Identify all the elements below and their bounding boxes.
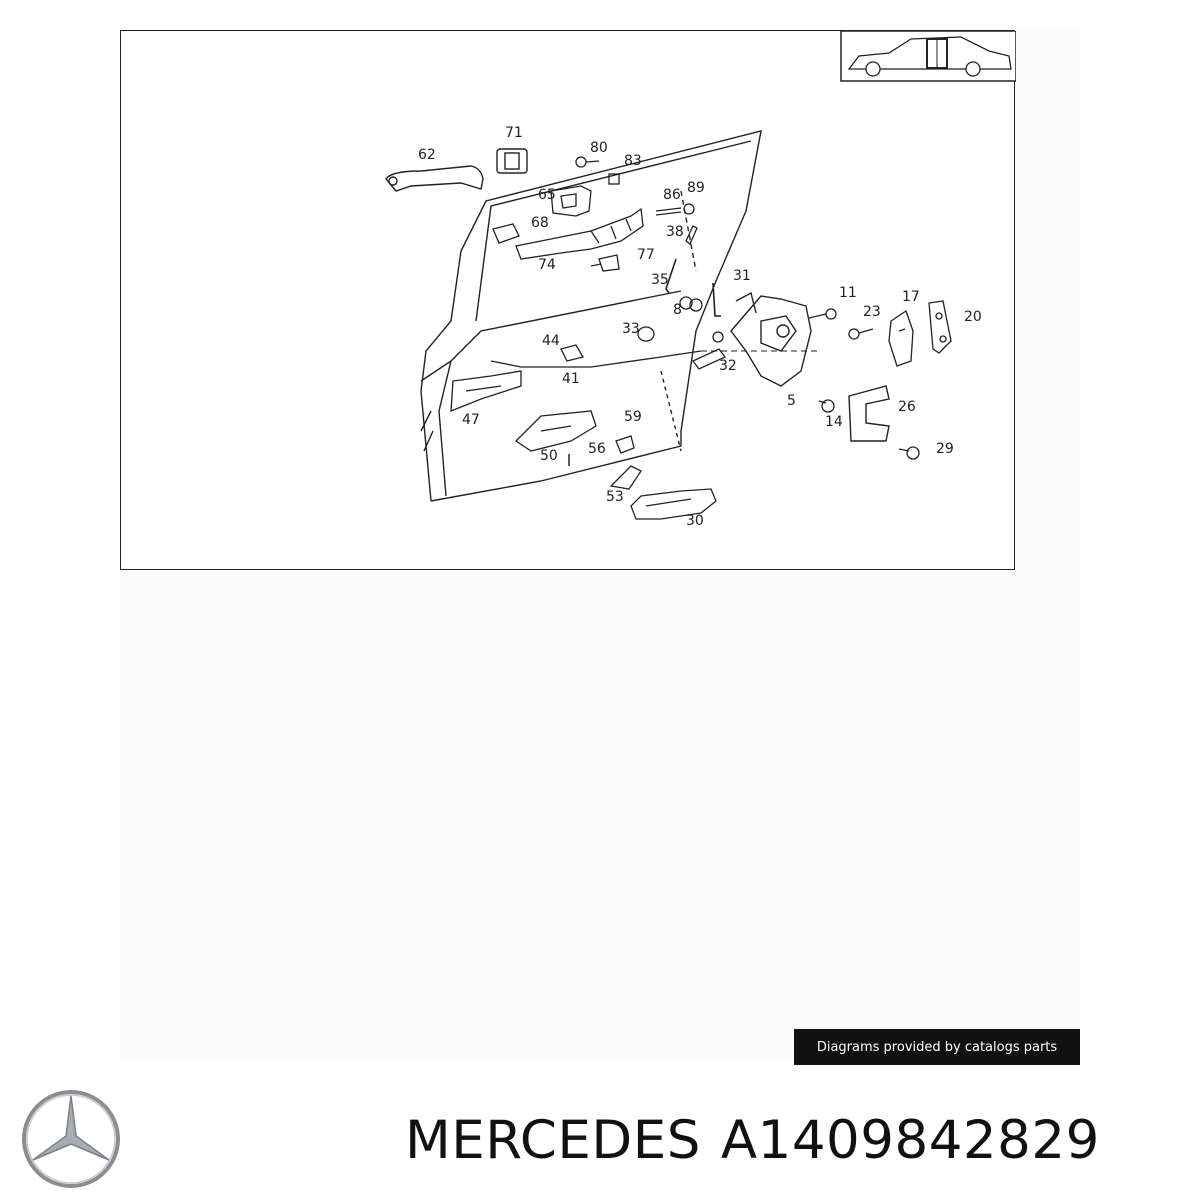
lock-clip-part bbox=[492, 223, 520, 244]
callout-label: 62 bbox=[418, 147, 436, 163]
spring-pin-part bbox=[655, 203, 695, 216]
handle-cap-part bbox=[496, 148, 528, 174]
handle-carrier-part bbox=[515, 207, 644, 260]
armrest-30-part bbox=[630, 488, 717, 520]
callout-label: 38 bbox=[666, 224, 684, 240]
callout-label: 83 bbox=[624, 153, 642, 169]
callout-label: 80 bbox=[590, 140, 608, 156]
brand-name: MERCEDES bbox=[405, 1110, 701, 1171]
rod-38-part bbox=[685, 225, 698, 246]
lever-32-part bbox=[691, 331, 727, 370]
plug-83-part bbox=[608, 173, 620, 185]
rod-35-part bbox=[665, 258, 677, 294]
mercedes-star-icon bbox=[22, 1090, 120, 1188]
callout-label: 68 bbox=[531, 215, 549, 231]
clip-44-part bbox=[560, 344, 584, 362]
callout-label: 26 bbox=[898, 399, 916, 415]
bushing-33-part bbox=[637, 326, 655, 342]
callout-label: 47 bbox=[462, 412, 480, 428]
callout-label: 20 bbox=[964, 309, 982, 325]
callout-label: 17 bbox=[902, 289, 920, 305]
callout-label: 11 bbox=[839, 285, 857, 301]
rod-clip-part bbox=[590, 254, 620, 272]
callout-label: 74 bbox=[538, 257, 556, 273]
brand-caption: MERCEDES A1409842829 bbox=[405, 1106, 1120, 1176]
screw-11-part bbox=[808, 308, 837, 320]
handle-housing-50-part bbox=[514, 410, 597, 452]
callout-label: 23 bbox=[863, 304, 881, 320]
callout-label: 32 bbox=[719, 358, 737, 374]
callout-label: 30 bbox=[686, 513, 704, 529]
wedge-26-part bbox=[848, 385, 890, 442]
callout-label: 8 bbox=[673, 302, 682, 318]
door-outline bbox=[420, 130, 762, 502]
grommet-8-part bbox=[679, 296, 703, 312]
callout-label: 50 bbox=[540, 448, 558, 464]
callout-label: 14 bbox=[825, 414, 843, 430]
plate-20-part bbox=[928, 300, 952, 354]
part-number: A1409842829 bbox=[720, 1110, 1100, 1171]
rod-31-part bbox=[712, 282, 721, 317]
callout-label: 31 bbox=[733, 268, 751, 284]
handle-bracket-part bbox=[550, 185, 592, 217]
exploded-view-drawing: 62 71 80 83 65 86 89 68 38 74 77 35 31 11 17 23 20 8 33 44 4… bbox=[385, 31, 1016, 529]
screw-14-part bbox=[818, 399, 835, 413]
cover-53-part bbox=[609, 465, 642, 490]
striker-17-part bbox=[888, 309, 914, 367]
callout-label: 5 bbox=[787, 393, 796, 409]
door-lock-part bbox=[730, 291, 812, 387]
linkage-rod-part bbox=[490, 350, 702, 368]
screw-80-part bbox=[575, 156, 600, 168]
callout-label: 71 bbox=[505, 125, 523, 141]
callout-label: 65 bbox=[538, 187, 556, 203]
screw-29-part bbox=[898, 446, 920, 460]
callout-label: 29 bbox=[936, 441, 954, 457]
callout-label: 41 bbox=[562, 371, 580, 387]
callout-label: 77 bbox=[637, 247, 655, 263]
credit-badge: Diagrams provided by catalogs parts bbox=[794, 1029, 1080, 1065]
callout-label: 56 bbox=[588, 441, 606, 457]
callout-label: 53 bbox=[606, 489, 624, 505]
car-thumbnail-icon bbox=[840, 31, 1016, 82]
outer-handle-part bbox=[385, 165, 484, 192]
clip-59-part bbox=[615, 435, 635, 454]
callout-label: 89 bbox=[687, 180, 705, 196]
callout-label: 86 bbox=[663, 187, 681, 203]
inner-handle-47-part bbox=[450, 370, 522, 412]
callout-labels: 62 71 80 83 65 86 89 68 38 74 77 35 31 11 17 23 20 8 33 44 4… bbox=[418, 125, 982, 529]
callout-label: 35 bbox=[651, 272, 669, 288]
callout-label: 59 bbox=[624, 409, 642, 425]
callout-label: 33 bbox=[622, 321, 640, 337]
callout-label: 44 bbox=[542, 333, 560, 349]
parts-diagram: 62 71 80 83 65 86 89 68 38 74 77 35 31 11 17 23 20 8 33 44 4… bbox=[120, 30, 1016, 570]
screw-23-part bbox=[848, 328, 874, 340]
